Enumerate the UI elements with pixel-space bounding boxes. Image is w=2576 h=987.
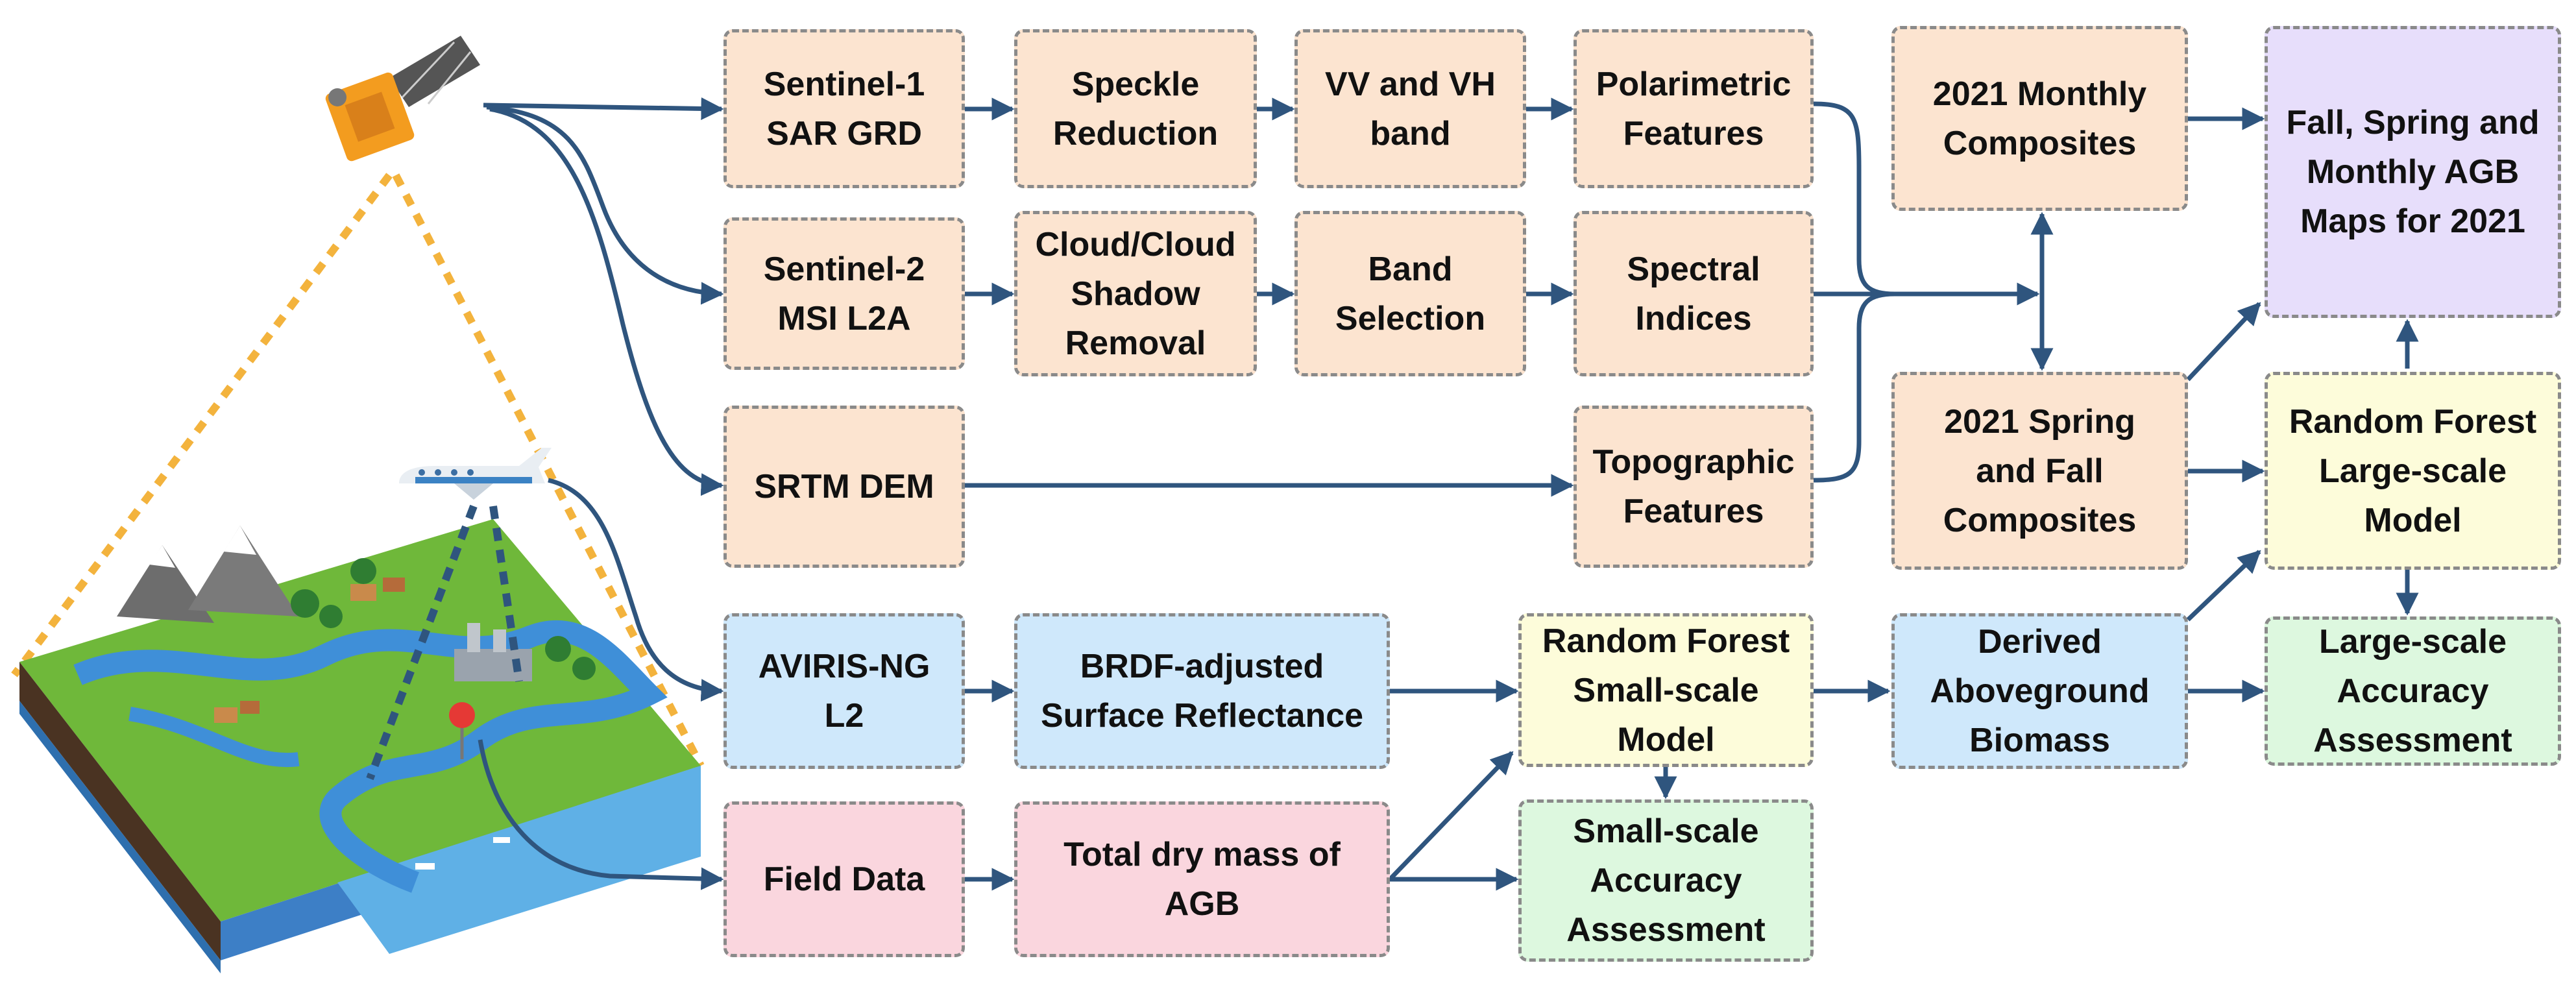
airplane-sensor-beam	[366, 504, 523, 781]
box-large-scale-accuracy-label: Large-scale Accuracy Assessment	[2313, 623, 2512, 759]
box-derived-biomass: Derived Aboveground Biomass	[1891, 613, 2188, 769]
box-field-data: Field Data	[723, 801, 965, 957]
arrow-satellite-to-srtm	[489, 106, 724, 496]
box-cloud-shadow-removal: Cloud/Cloud Shadow Removal	[1014, 211, 1257, 376]
box-topographic-features-label: Topographic Features	[1592, 443, 1795, 530]
box-topographic-features: Topographic Features	[1574, 406, 1814, 568]
box-cloud-shadow-removal-label: Cloud/Cloud Shadow Removal	[1035, 225, 1236, 362]
box-polarimetric-features-label: Polarimetric Features	[1596, 65, 1792, 152]
arrow-drymass-to-rfsmall	[1388, 751, 1514, 881]
box-aviris-ng-label: AVIRIS-NG L2	[758, 648, 930, 735]
box-spring-fall-composites: 2021 Spring and Fall Composites	[1891, 372, 2188, 570]
box-speckle-reduction-label: Speckle Reduction	[1052, 65, 1219, 152]
box-aviris-ng: AVIRIS-NG L2	[723, 613, 965, 769]
box-polarimetric-features: Polarimetric Features	[1574, 29, 1814, 188]
box-vv-vh-band-label: VV and VH band	[1325, 65, 1496, 152]
arrow-airplane-to-aviris	[548, 478, 724, 702]
box-spectral-indices-label: Spectral Indices	[1627, 250, 1760, 337]
arrow-springfall-to-maps	[2186, 302, 2261, 382]
arrow-satellite-to-s1	[483, 97, 724, 120]
box-sentinel1-label: Sentinel-1 SAR GRD	[763, 65, 925, 152]
box-spectral-indices: Spectral Indices	[1574, 211, 1814, 376]
box-srtm-dem-label: SRTM DEM	[754, 468, 934, 506]
box-rf-small-scale-model: Random Forest Small-scale Model	[1518, 613, 1814, 767]
box-small-scale-accuracy: Small-scale Accuracy Assessment	[1518, 799, 1814, 962]
box-agb-maps-label: Fall, Spring and Monthly AGB Maps for 20…	[2286, 104, 2540, 240]
box-vv-vh-band: VV and VH band	[1294, 29, 1526, 188]
box-monthly-composites: 2021 Monthly Composites	[1891, 26, 2188, 211]
box-agb-maps: Fall, Spring and Monthly AGB Maps for 20…	[2265, 26, 2561, 318]
box-small-scale-accuracy-label: Small-scale Accuracy Assessment	[1566, 812, 1766, 949]
airplane-icon	[399, 448, 552, 500]
box-total-dry-mass-label: Total dry mass of AGB	[1063, 836, 1341, 923]
box-derived-biomass-label: Derived Aboveground Biomass	[1930, 623, 2150, 759]
box-rf-large-scale-model: Random Forest Large-scale Model	[2265, 372, 2561, 570]
satellite-view-cone	[11, 173, 705, 768]
location-pin-icon	[449, 702, 475, 759]
box-sentinel1: Sentinel-1 SAR GRD	[723, 29, 965, 188]
box-rf-small-scale-model-label: Random Forest Small-scale Model	[1542, 622, 1790, 759]
arrow-pin-to-field	[478, 739, 724, 890]
box-total-dry-mass: Total dry mass of AGB	[1014, 801, 1390, 957]
box-spring-fall-composites-label: 2021 Spring and Fall Composites	[1943, 402, 2137, 539]
satellite-icon	[325, 36, 480, 162]
box-band-selection-label: Band Selection	[1335, 250, 1486, 337]
box-sentinel2-label: Sentinel-2 MSI L2A	[763, 250, 925, 337]
box-brdf-surface-reflectance: BRDF-adjusted Surface Reflectance	[1014, 613, 1390, 769]
box-brdf-surface-reflectance-label: BRDF-adjusted Surface Reflectance	[1040, 648, 1364, 735]
box-field-data-label: Field Data	[763, 860, 925, 898]
box-rf-large-scale-model-label: Random Forest Large-scale Model	[2289, 402, 2537, 539]
arrow-derived-to-rflarge	[2186, 550, 2261, 622]
arrow-satellite-to-s2	[486, 104, 724, 305]
box-large-scale-accuracy: Large-scale Accuracy Assessment	[2265, 616, 2561, 766]
box-monthly-composites-label: 2021 Monthly Composites	[1932, 75, 2147, 162]
box-srtm-dem: SRTM DEM	[723, 406, 965, 568]
box-speckle-reduction: Speckle Reduction	[1014, 29, 1257, 188]
box-sentinel2: Sentinel-2 MSI L2A	[723, 217, 965, 370]
landscape-illustration	[19, 519, 701, 973]
box-band-selection: Band Selection	[1294, 211, 1526, 376]
